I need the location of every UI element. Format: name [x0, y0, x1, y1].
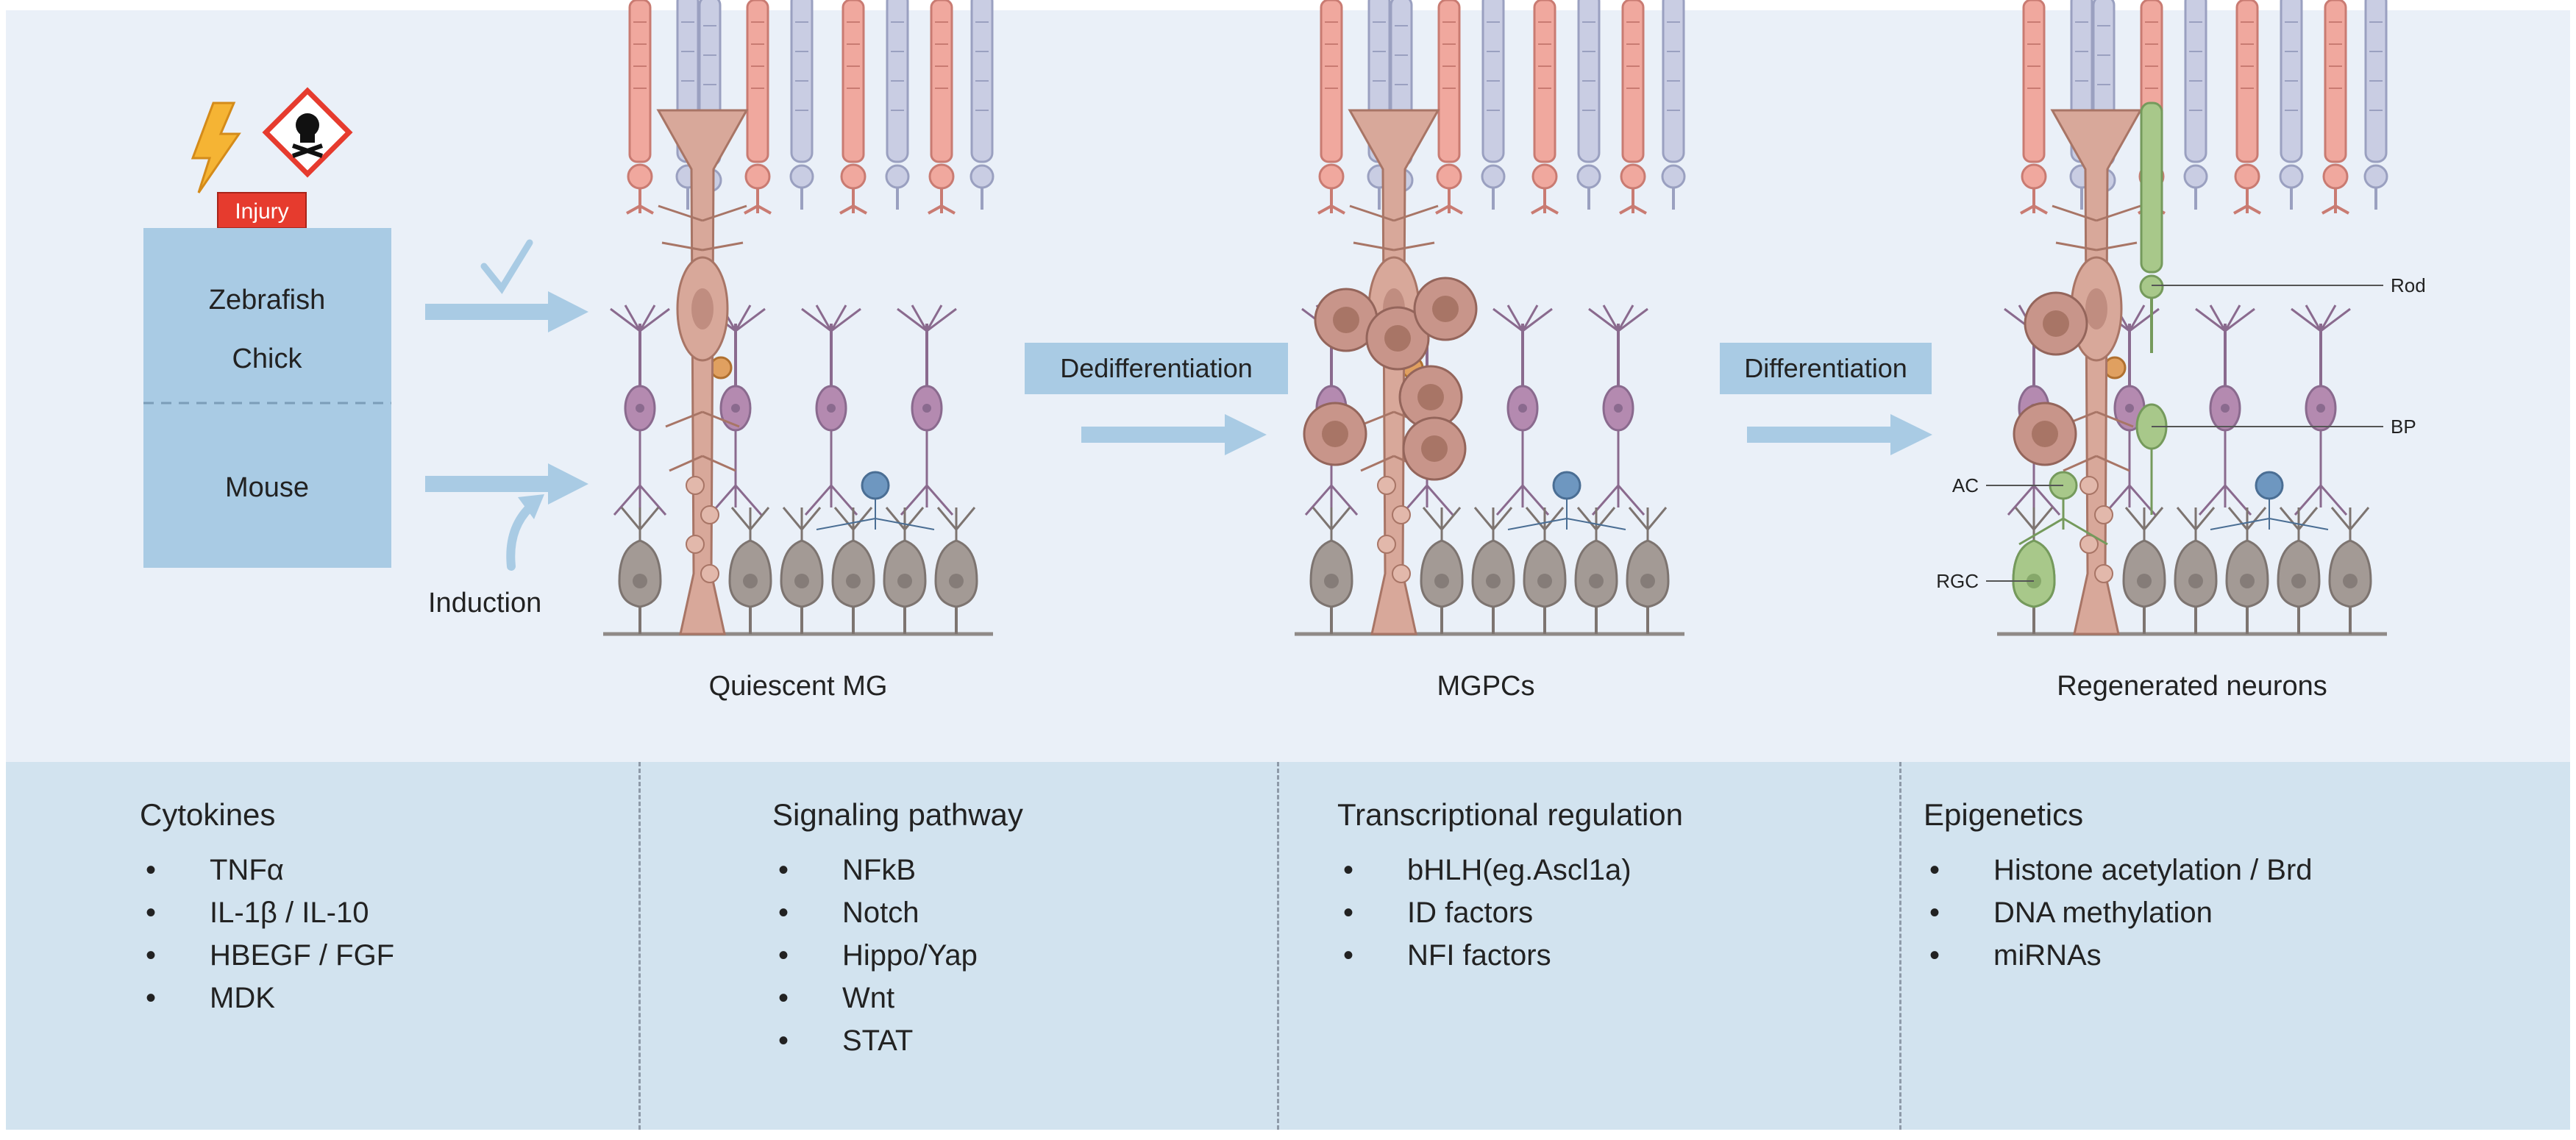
injury-label: Injury [235, 199, 288, 224]
regulator-item: miRNAs [1924, 934, 2556, 977]
regulator-heading: Transcriptional regulation [1337, 797, 1684, 832]
cell-label-ac: AC [1952, 474, 1979, 496]
differentiation-label: Differentiation [1744, 353, 1907, 383]
regulator-heading: Signaling pathway [772, 797, 1023, 832]
regeneration-diagram: Injury Zebrafish Chick Mouse Induction Q… [143, 0, 2426, 702]
stage-label-regenerated: Regenerated neurons [2057, 671, 2327, 702]
injury-badge: Injury [217, 192, 307, 229]
lightning-bolt-icon [191, 101, 241, 193]
regulator-heading: Epigenetics [1924, 797, 2084, 832]
regulator-item: NFkB [772, 849, 1258, 891]
dedifferentiation-label-box: Dedifferentiation [1025, 343, 1288, 394]
regulator-item: bHLH(eg.Ascl1a) [1337, 849, 1896, 891]
skull-crossbones-hazard-icon [262, 87, 353, 178]
regulator-column-transcriptional: Transcriptional regulation bHLH(eg.Ascl1… [1337, 762, 1896, 1130]
stage-label-mgpcs: MGPCs [1437, 671, 1535, 702]
column-divider [638, 762, 641, 1130]
arrow-dedifferentiation [1081, 414, 1267, 455]
species-chick: Chick [232, 343, 302, 374]
regenerated-ganglion [2012, 539, 2056, 608]
arrow-differentiation [1747, 414, 1932, 455]
arrow-induced-regeneration [425, 463, 588, 505]
checkmark-icon [480, 239, 533, 294]
column-divider [1899, 762, 1901, 1130]
regulator-item: Histone acetylation / Brd [1924, 849, 2556, 891]
callout-rgc: RGC [1936, 570, 2034, 592]
cell-label-rgc: RGC [1936, 570, 1979, 592]
species-zebrafish: Zebrafish [209, 285, 325, 316]
regulator-item: Hippo/Yap [772, 934, 1258, 977]
regenerated-rod [2139, 101, 2164, 353]
callout-ac: AC [1952, 474, 2063, 496]
regulator-item: DNA methylation [1924, 891, 2556, 934]
regulator-item: MDK [140, 977, 625, 1019]
regulator-heading: Cytokines [140, 797, 276, 832]
induction-label: Induction [428, 588, 541, 619]
regulator-column-signaling: Signaling pathway NFkB Notch Hippo/Yap W… [772, 762, 1258, 1130]
stage-label-quiescent: Quiescent MG [709, 671, 888, 702]
retina-quiescent [603, 0, 993, 634]
differentiation-label-box: Differentiation [1720, 343, 1932, 394]
regulator-item: TNFα [140, 849, 625, 891]
regulator-item: NFI factors [1337, 934, 1896, 977]
species-box: Zebrafish Chick Mouse [143, 228, 391, 568]
curved-induction-arrow [506, 494, 544, 571]
regulator-item: Notch [772, 891, 1258, 934]
regulator-item: STAT [772, 1019, 1258, 1062]
arrow-natural-regeneration [425, 291, 588, 332]
regulator-column-epigenetics: Epigenetics Histone acetylation / Brd DN… [1924, 762, 2556, 1130]
regulator-item: ID factors [1337, 891, 1896, 934]
callout-bp: BP [2152, 416, 2416, 438]
regulator-item: Wnt [772, 977, 1258, 1019]
dedifferentiation-label: Dedifferentiation [1060, 353, 1253, 383]
cell-label-rod: Rod [2391, 274, 2426, 296]
cell-label-bp: BP [2391, 416, 2416, 438]
callout-rod: Rod [2152, 274, 2426, 296]
column-divider [1277, 762, 1279, 1130]
regulator-column-cytokines: Cytokines TNFα IL-1β / IL-10 HBEGF / FGF… [140, 762, 625, 1130]
retina-mgpcs [1295, 0, 1684, 634]
species-mouse: Mouse [225, 472, 309, 503]
retina-regenerated [1997, 0, 2387, 634]
regulator-item: IL-1β / IL-10 [140, 891, 625, 934]
regulator-item: HBEGF / FGF [140, 934, 625, 977]
